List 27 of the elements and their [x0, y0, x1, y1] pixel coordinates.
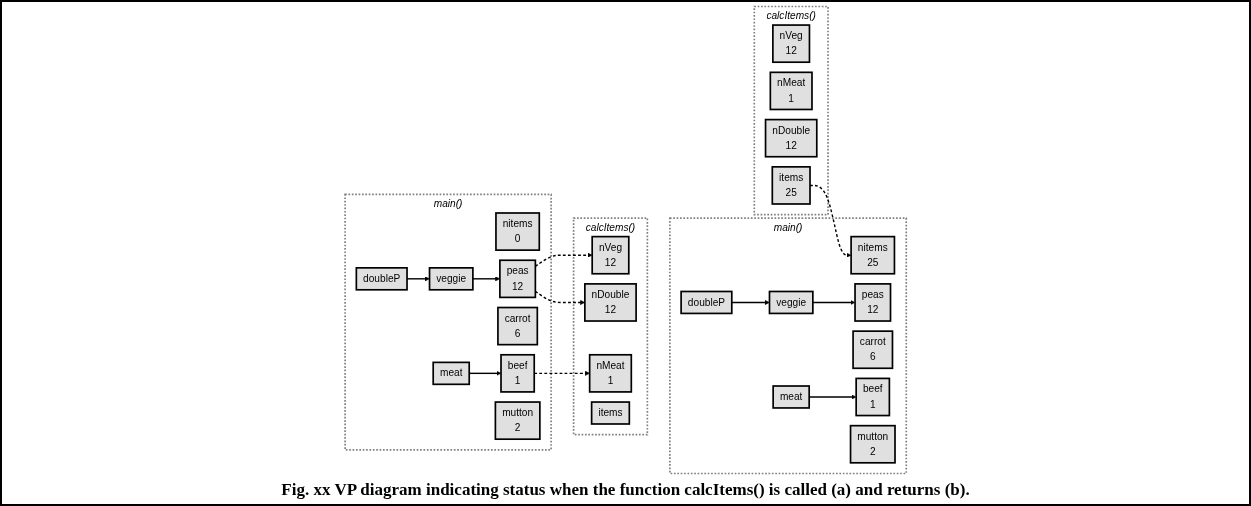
node-box: carrot 6 [852, 330, 894, 370]
arrow [472, 276, 500, 282]
node-box: veggie [428, 267, 474, 291]
node-box: mutton 2 [494, 401, 541, 441]
node-box: doubleP [680, 290, 733, 315]
node-box: nDouble 12 [764, 118, 818, 158]
node-box: beef 1 [499, 353, 535, 393]
node-box: meat [432, 361, 470, 386]
node-box: peas 12 [854, 283, 892, 322]
node-box: nitems 0 [494, 212, 540, 251]
node-box: nMeat 1 [769, 71, 813, 111]
node-box: nDouble 12 [583, 283, 637, 322]
node-box: nVeg 12 [591, 235, 630, 275]
node-box: peas 12 [498, 259, 536, 299]
node-box: nMeat 1 [588, 353, 632, 393]
figure-caption: Fig. xx VP diagram indicating status when the function calcItems() is called (a) and returns (b). [281, 479, 970, 501]
node-box: doubleP [355, 267, 408, 291]
node-box: items 25 [771, 166, 811, 205]
node-box: veggie [768, 290, 814, 315]
node-box: carrot 6 [496, 306, 538, 346]
node-box: nitems 25 [850, 235, 896, 275]
node-box: nVeg 12 [771, 24, 811, 64]
node-box: items [590, 401, 630, 425]
arrow [406, 276, 430, 282]
node-box: beef 1 [855, 377, 891, 417]
node-box: meat [772, 385, 810, 409]
node-box: mutton 2 [849, 424, 896, 464]
